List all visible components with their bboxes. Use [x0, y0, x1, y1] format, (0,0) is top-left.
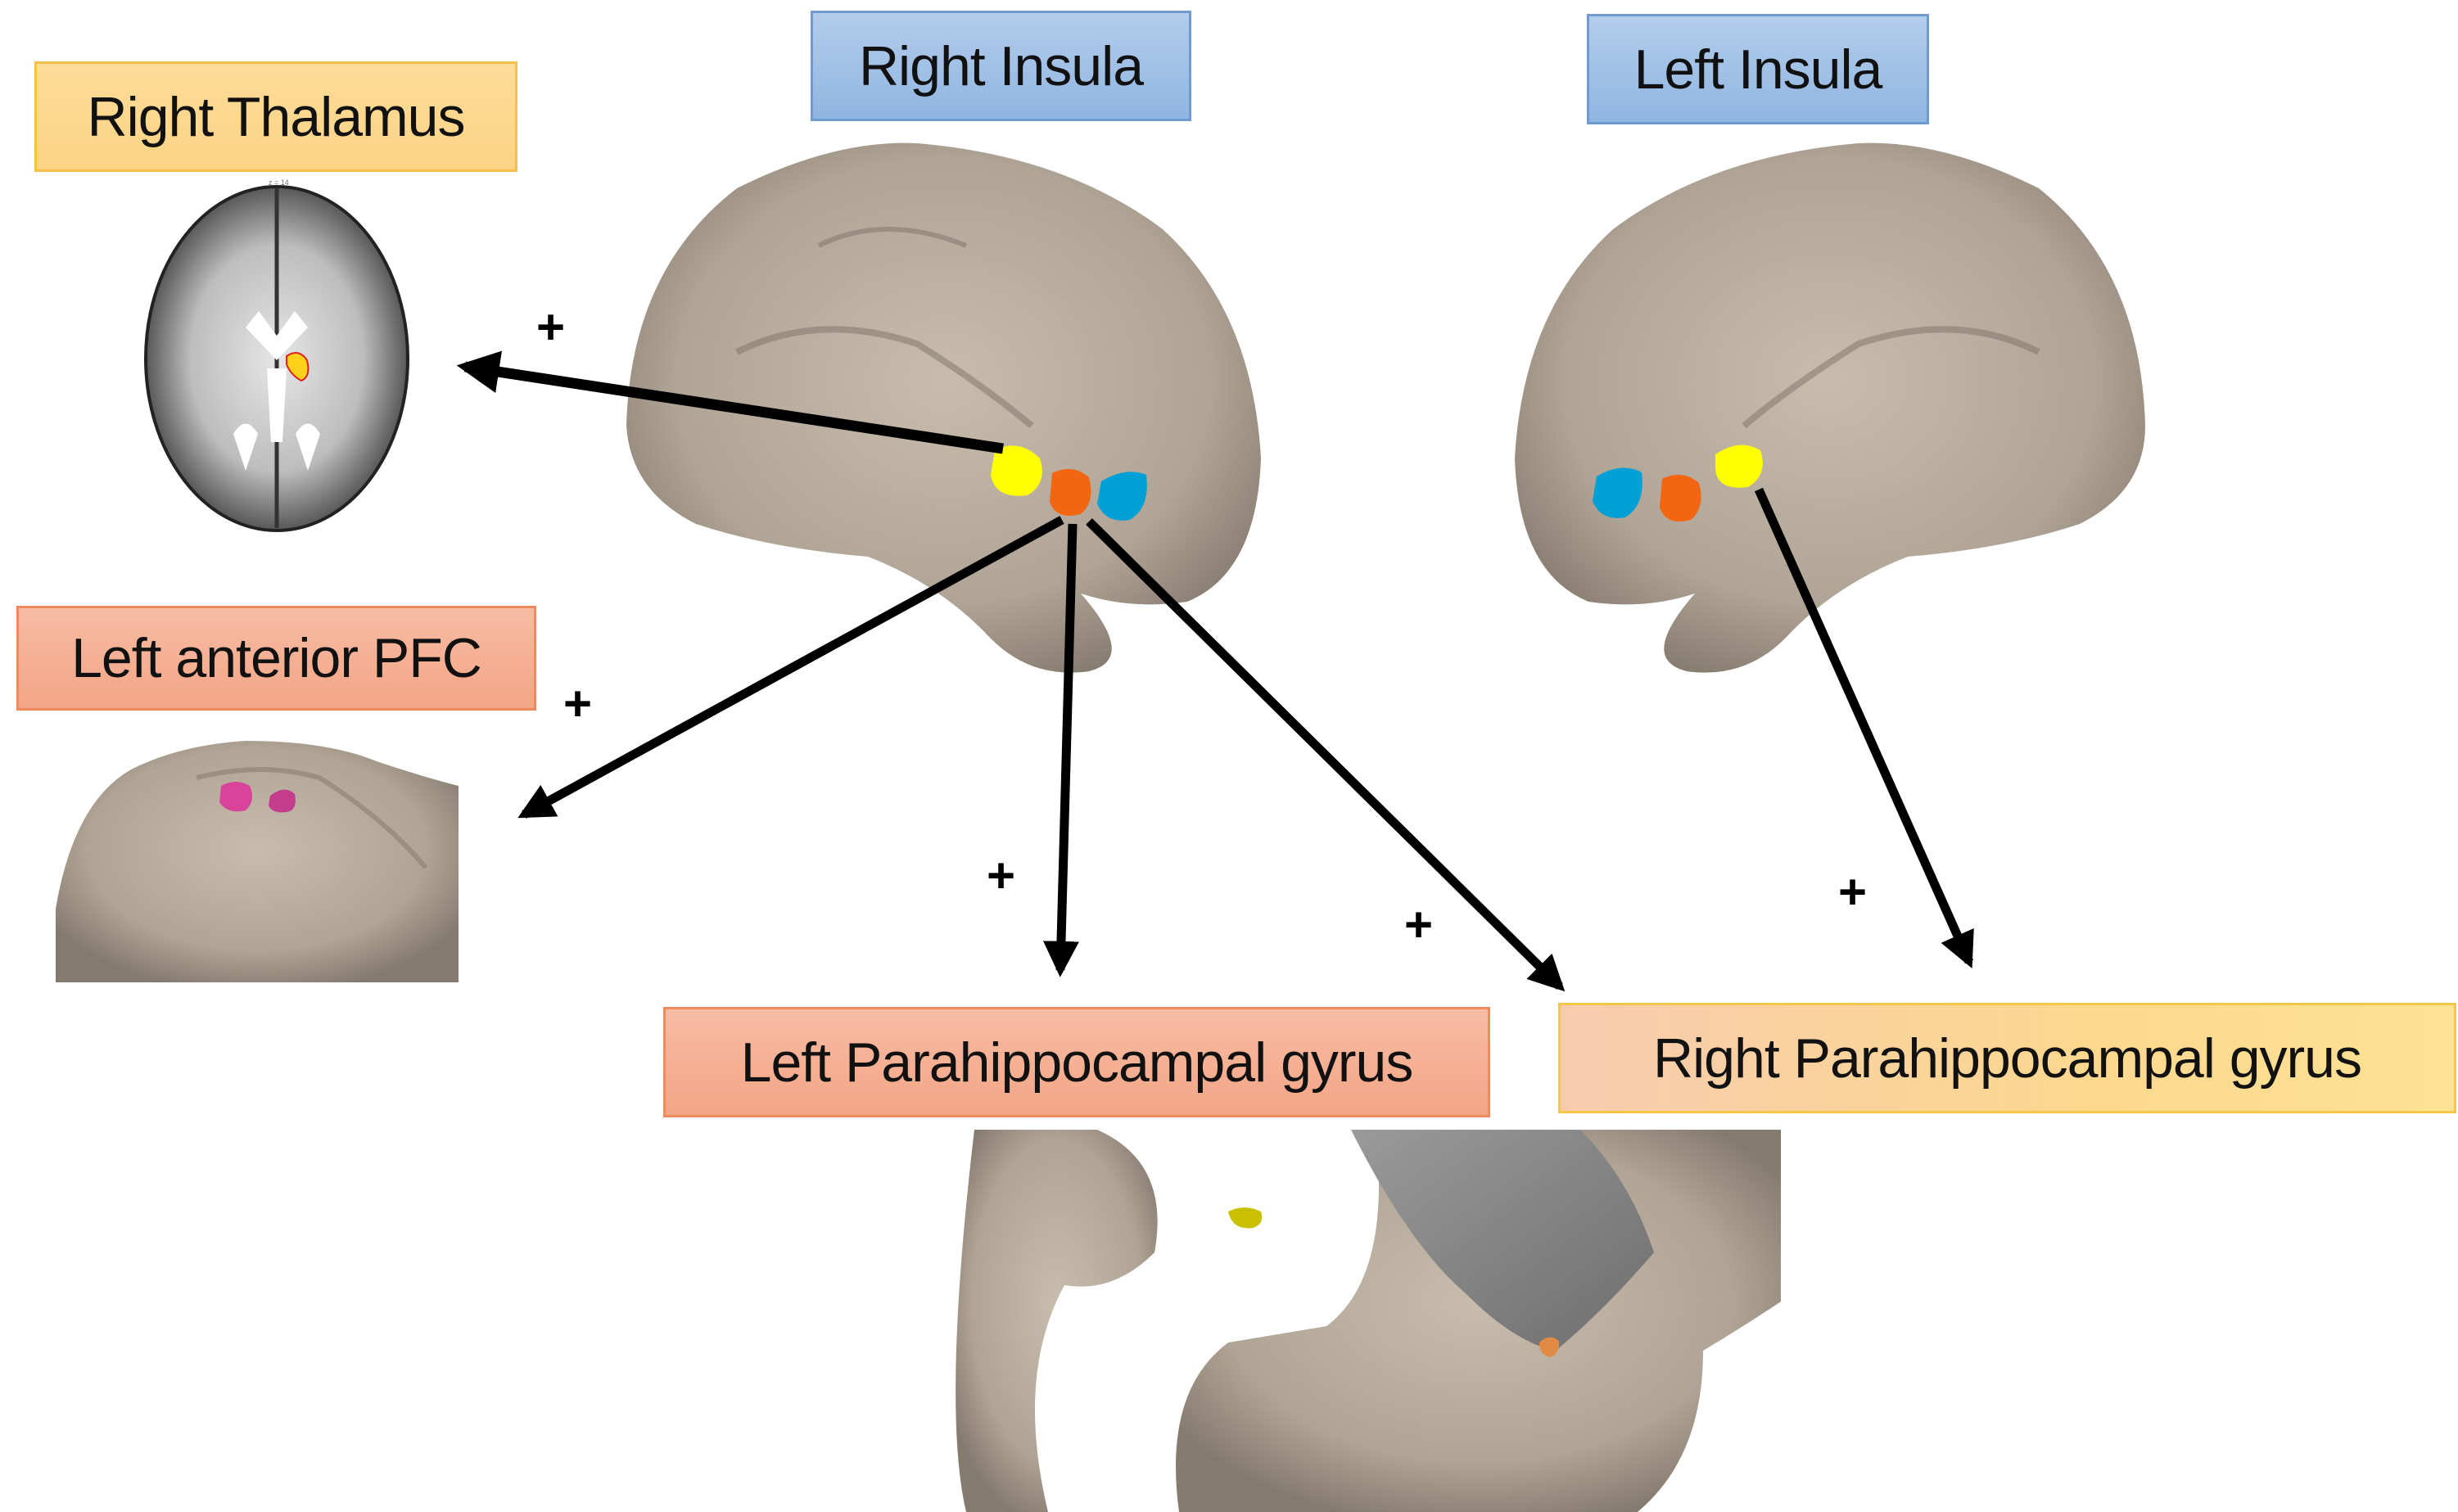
- slice-coordinate-label: z = 14: [269, 178, 289, 187]
- arrow-left-insula-to-right-parahippocampal: [1754, 487, 1974, 969]
- label-right-thalamus-text: Right Thalamus: [87, 85, 466, 148]
- plus-sign-pfc: +: [563, 676, 593, 731]
- arrow-right-insula-to-pfc: [517, 516, 1064, 819]
- label-left-anterior-pfc: Left anterior PFC: [16, 606, 536, 711]
- left-insula-orange: [1660, 475, 1701, 522]
- arrow-right-insula-to-right-parahippocampal: [1086, 518, 1566, 992]
- plus-sign-right-parahippocampal-from-left-insula: +: [1838, 864, 1868, 919]
- plus-sign-left-parahippocampal: +: [987, 848, 1016, 903]
- label-left-insula-text: Left Insula: [1633, 38, 1883, 101]
- right-insula-blue: [1097, 472, 1147, 521]
- pfc-surface-render: [56, 741, 459, 982]
- label-left-parahippocampal: Left Parahippocampal gyrus: [663, 1007, 1490, 1117]
- pfc-cluster-1: [219, 782, 253, 812]
- left-parahippocampal-cluster: [1228, 1207, 1263, 1229]
- left-insula-blue: [1593, 467, 1642, 518]
- parahippocampal-surface-render: [956, 1130, 1781, 1512]
- pfc-cluster-2: [269, 789, 296, 813]
- label-left-anterior-pfc-text: Left anterior PFC: [71, 627, 482, 689]
- plus-sign-thalamus: +: [536, 300, 566, 354]
- left-hemisphere-lateral: [1515, 142, 2145, 673]
- right-insula-orange: [1050, 469, 1091, 517]
- label-right-parahippocampal-text: Right Parahippocampal gyrus: [1652, 1027, 2362, 1090]
- label-left-insula: Left Insula: [1587, 14, 1929, 124]
- label-left-parahippocampal-text: Left Parahippocampal gyrus: [740, 1031, 1414, 1094]
- left-insula-yellow: [1715, 445, 1763, 488]
- right-insula-yellow: [991, 445, 1042, 496]
- label-right-insula: Right Insula: [811, 11, 1191, 121]
- axial-mri-slice: [144, 185, 409, 532]
- arrow-right-insula-to-left-parahippocampal: [1042, 523, 1079, 977]
- thalamus-cluster: [286, 352, 310, 382]
- label-right-parahippocampal: Right Parahippocampal gyrus: [1558, 1003, 2456, 1113]
- plus-sign-right-parahippocampal-from-right-insula: +: [1404, 897, 1434, 952]
- label-right-insula-text: Right Insula: [858, 34, 1144, 97]
- label-right-thalamus: Right Thalamus: [34, 61, 517, 172]
- right-parahippocampal-cluster: [1539, 1337, 1560, 1357]
- arrow-right-insula-to-thalamus: [456, 350, 1004, 454]
